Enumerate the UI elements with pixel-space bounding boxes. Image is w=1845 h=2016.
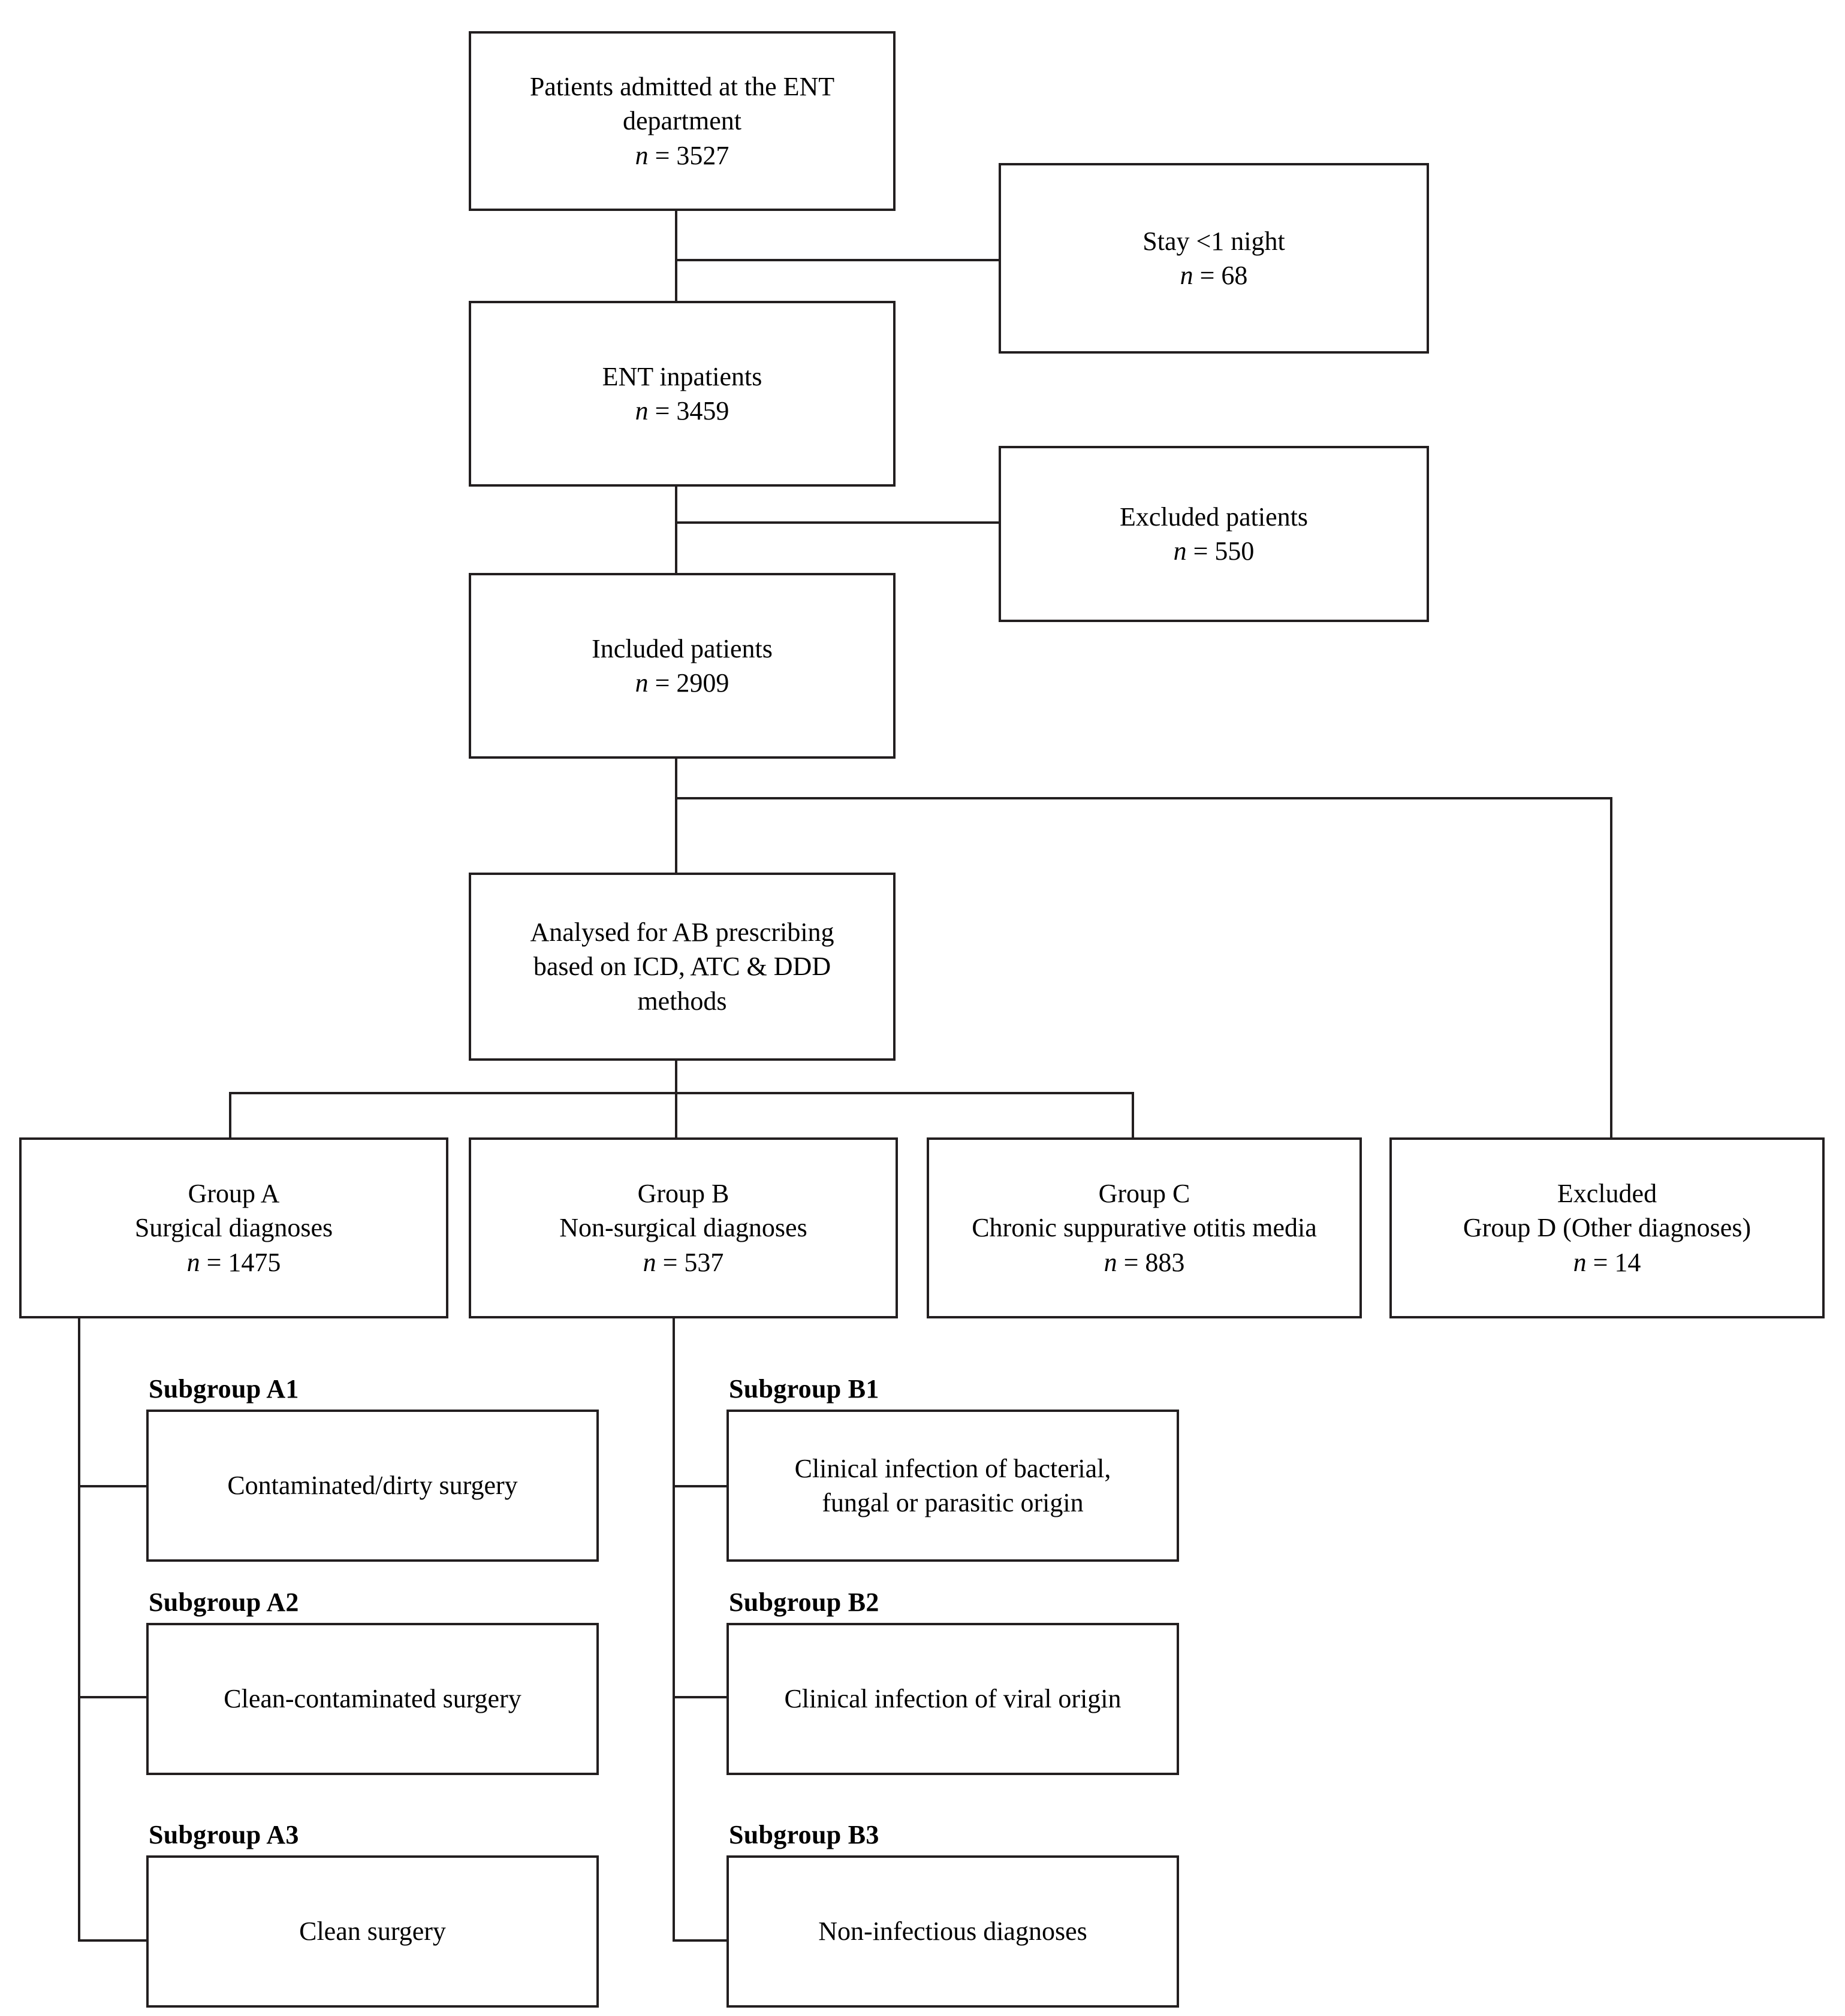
connector-subA-trunk [78, 1318, 80, 1942]
node-group-d-excluded: Excluded Group D (Other diagnoses) n = 1… [1389, 1137, 1825, 1318]
node-patients-admitted-text: Patients admitted at the ENT department … [471, 70, 893, 173]
node-excluded-patients-line1: Excluded patients [1119, 502, 1308, 532]
label-subgroup-a3: Subgroup A3 [149, 1820, 299, 1849]
connector-subB2-branch [673, 1696, 726, 1698]
node-excluded-patients-count: n = 550 [1173, 536, 1255, 566]
node-subgroup-a1-line1: Contaminated/dirty surgery [227, 1471, 518, 1501]
node-group-b-line1: Group B [637, 1179, 729, 1209]
node-included-patients-count: n = 2909 [635, 668, 729, 698]
node-subgroup-b1-line2: fungal or parasitic origin [822, 1488, 1084, 1517]
node-group-b: Group B Non-surgical diagnoses n = 537 [469, 1137, 898, 1318]
connector-subB1-branch [673, 1485, 726, 1487]
node-analysed-text: Analysed for AB prescribing based on ICD… [471, 915, 893, 1018]
node-patients-admitted-line1: Patients admitted at the ENT [529, 72, 835, 102]
node-subgroup-b3-line1: Non-infectious diagnoses [818, 1917, 1087, 1946]
node-group-c: Group C Chronic suppurative otitis media… [927, 1137, 1362, 1318]
node-included-patients-line1: Included patients [592, 633, 773, 663]
node-subgroup-b2-text: Clinical infection of viral origin [729, 1682, 1177, 1716]
label-subgroup-a2: Subgroup A2 [149, 1588, 299, 1617]
connector-to-stay [675, 259, 999, 261]
node-group-d-line1: Excluded [1557, 1179, 1657, 1209]
node-group-a-line2: Surgical diagnoses [134, 1213, 333, 1243]
connector-groupA-down [229, 1092, 231, 1137]
node-subgroup-b3: Non-infectious diagnoses [726, 1855, 1179, 2008]
node-subgroup-a1-text: Contaminated/dirty surgery [149, 1468, 596, 1502]
node-group-c-count: n = 883 [1104, 1247, 1185, 1277]
node-subgroup-a2: Clean-contaminated surgery [146, 1623, 599, 1775]
node-subgroup-a2-line1: Clean-contaminated surgery [224, 1684, 521, 1714]
node-stay-count: n = 68 [1180, 261, 1248, 290]
node-subgroup-b1-text: Clinical infection of bacterial, fungal … [729, 1451, 1177, 1520]
node-analysed-line2: based on ICD, ATC & DDD [533, 952, 831, 982]
node-subgroup-a3-line1: Clean surgery [299, 1917, 446, 1946]
node-subgroup-a3-text: Clean surgery [149, 1914, 596, 1948]
node-stay-under-one-night: Stay <1 night n = 68 [999, 163, 1429, 354]
node-stay-line1: Stay <1 night [1142, 226, 1285, 256]
connector-included-down [675, 759, 677, 883]
node-patients-admitted: Patients admitted at the ENT department … [469, 31, 896, 211]
node-ent-inpatients-text: ENT inpatients n = 3459 [471, 360, 893, 428]
node-included-patients-text: Included patients n = 2909 [471, 632, 893, 700]
node-subgroup-b1: Clinical infection of bacterial, fungal … [726, 1410, 1179, 1562]
connector-subB-trunk [673, 1318, 675, 1942]
connector-groupD-down [1610, 797, 1612, 1137]
node-group-b-text: Group B Non-surgical diagnoses n = 537 [471, 1176, 896, 1279]
node-subgroup-a2-text: Clean-contaminated surgery [149, 1682, 596, 1716]
node-group-c-text: Group C Chronic suppurative otitis media… [929, 1176, 1359, 1279]
node-excluded-patients: Excluded patients n = 550 [999, 446, 1429, 622]
connector-groupC-down [1132, 1092, 1134, 1137]
connector-to-groupD [675, 797, 1612, 799]
connector-subA2-branch [78, 1696, 146, 1698]
node-group-a-count: n = 1475 [186, 1247, 281, 1277]
node-group-a-text: Group A Surgical diagnoses n = 1475 [22, 1176, 446, 1279]
node-group-c-line2: Chronic suppurative otitis media [972, 1213, 1317, 1243]
node-analysed-line1: Analysed for AB prescribing [530, 918, 834, 947]
node-group-b-line2: Non-surgical diagnoses [559, 1213, 807, 1243]
node-patients-admitted-count: n = 3527 [635, 140, 729, 170]
node-included-patients: Included patients n = 2909 [469, 573, 896, 759]
node-subgroup-b1-line1: Clinical infection of bacterial, [794, 1453, 1111, 1483]
connector-inpatients-down [675, 487, 677, 577]
node-subgroup-a1: Contaminated/dirty surgery [146, 1410, 599, 1562]
connector-to-excluded [675, 521, 999, 524]
node-ent-inpatients-count: n = 3459 [635, 396, 729, 425]
connector-admitted-down [675, 211, 677, 301]
label-subgroup-b3: Subgroup B3 [729, 1820, 879, 1849]
connector-subB3-branch [673, 1939, 726, 1942]
node-excluded-patients-text: Excluded patients n = 550 [1001, 500, 1427, 568]
connector-subA1-branch [78, 1485, 146, 1487]
node-stay-text: Stay <1 night n = 68 [1001, 224, 1427, 292]
node-group-a: Group A Surgical diagnoses n = 1475 [19, 1137, 448, 1318]
node-group-d-text: Excluded Group D (Other diagnoses) n = 1… [1392, 1176, 1822, 1279]
node-group-d-count: n = 14 [1573, 1247, 1641, 1277]
connector-groups-bus [229, 1092, 1134, 1094]
node-subgroup-b2: Clinical infection of viral origin [726, 1623, 1179, 1775]
node-analysed-line3: methods [637, 986, 727, 1016]
node-group-a-line1: Group A [188, 1179, 280, 1209]
label-subgroup-b1: Subgroup B1 [729, 1374, 879, 1404]
node-subgroup-a3: Clean surgery [146, 1855, 599, 2008]
connector-subA3-branch [78, 1939, 146, 1942]
node-subgroup-b2-line1: Clinical infection of viral origin [784, 1684, 1122, 1714]
node-analysed-ab-prescribing: Analysed for AB prescribing based on ICD… [469, 873, 896, 1061]
node-patients-admitted-line2: department [623, 106, 741, 136]
node-ent-inpatients: ENT inpatients n = 3459 [469, 301, 896, 487]
connector-analysed-down [675, 1061, 677, 1137]
node-group-b-count: n = 537 [643, 1247, 724, 1277]
node-group-d-line2: Group D (Other diagnoses) [1463, 1213, 1751, 1243]
node-ent-inpatients-line1: ENT inpatients [602, 361, 762, 391]
label-subgroup-b2: Subgroup B2 [729, 1588, 879, 1617]
node-subgroup-b3-text: Non-infectious diagnoses [729, 1914, 1177, 1948]
node-group-c-line1: Group C [1098, 1179, 1190, 1209]
label-subgroup-a1: Subgroup A1 [149, 1374, 299, 1404]
